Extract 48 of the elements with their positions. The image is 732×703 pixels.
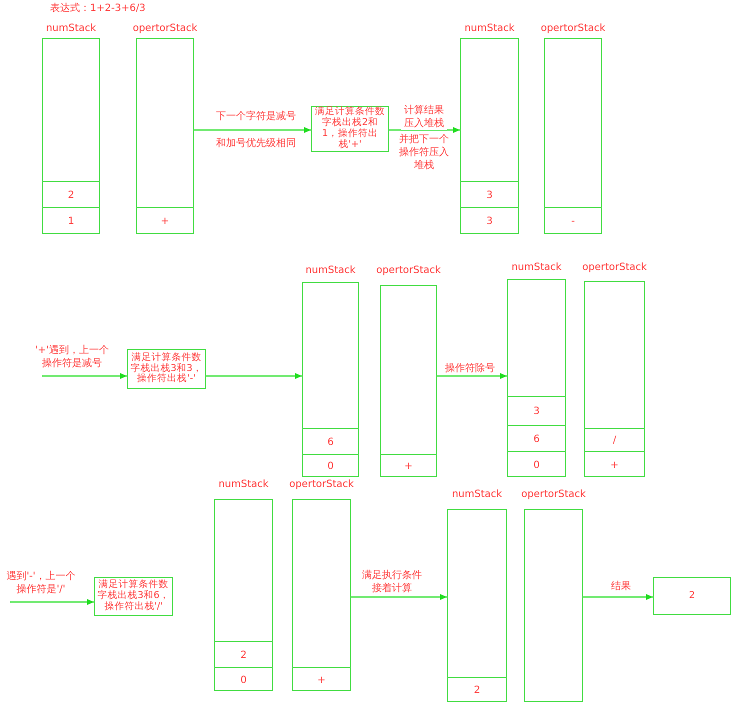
edge-label: 满足执行条件接着计算 bbox=[360, 569, 424, 595]
stack-slot: 2 bbox=[448, 677, 506, 703]
stack-label: numStack bbox=[305, 264, 356, 277]
arrow bbox=[206, 373, 302, 379]
stack-label: opertorStack bbox=[289, 478, 354, 491]
stack-label: numStack bbox=[452, 488, 502, 501]
stack-slot: 6 bbox=[303, 428, 358, 455]
result-box: 2 bbox=[653, 577, 731, 615]
stack-slot: + bbox=[585, 451, 644, 478]
stack-slot: 2 bbox=[43, 181, 99, 208]
process-box: 满足计算条件数字栈出栈2和1，操作符出栈'+' bbox=[311, 106, 389, 152]
stack-slot: 3 bbox=[461, 181, 518, 208]
stack-label: opertorStack bbox=[540, 22, 606, 35]
arrow bbox=[194, 127, 311, 133]
stack-label: opertorStack bbox=[376, 264, 441, 277]
stack-slot: + bbox=[381, 454, 436, 478]
stack-label: numStack bbox=[511, 261, 562, 274]
edge-label: 遇到'-'，上一个操作符是'/' bbox=[4, 570, 78, 596]
process-box: 满足计算条件数字栈出栈3和3，操作符出栈'-' bbox=[127, 349, 206, 389]
stack-label: numStack bbox=[464, 22, 515, 35]
stack-slot: + bbox=[293, 667, 350, 692]
arrow bbox=[42, 373, 127, 379]
edge-label: '+'遇到，上一个操作符是减号 bbox=[35, 344, 109, 370]
stack-slot: 3 bbox=[508, 396, 565, 426]
stack-label: numStack bbox=[218, 478, 269, 491]
title: 表达式：1+2-3+6/3 bbox=[50, 2, 146, 15]
stack-slot: 6 bbox=[508, 425, 565, 452]
arrow bbox=[437, 373, 507, 379]
stack-slot: - bbox=[545, 207, 601, 235]
arrow bbox=[583, 594, 653, 600]
arrow bbox=[351, 594, 447, 600]
stack-slot: 0 bbox=[303, 454, 358, 478]
stack-slot: / bbox=[585, 428, 644, 452]
stack-label: opertorStack bbox=[521, 488, 586, 501]
process-box: 满足计算条件数字栈出栈3和6，操作符出栈'/' bbox=[94, 577, 173, 616]
stack-slot: 1 bbox=[43, 207, 99, 235]
stack-slot: 2 bbox=[215, 641, 272, 668]
arrow bbox=[389, 127, 460, 133]
stack-slot: + bbox=[137, 207, 193, 235]
edge-label: 计算结果压入堆栈 bbox=[401, 104, 447, 130]
stack-label: opertorStack bbox=[582, 261, 647, 274]
stack-slot: 0 bbox=[508, 451, 565, 478]
arrow bbox=[10, 599, 94, 605]
stack-slot: 0 bbox=[215, 667, 272, 692]
stack-slot: 3 bbox=[461, 207, 518, 235]
stack-label: opertorStack bbox=[132, 22, 198, 35]
note-text: 并把下一个操作符压入堆栈 bbox=[396, 133, 452, 172]
stack-label: numStack bbox=[46, 22, 96, 35]
